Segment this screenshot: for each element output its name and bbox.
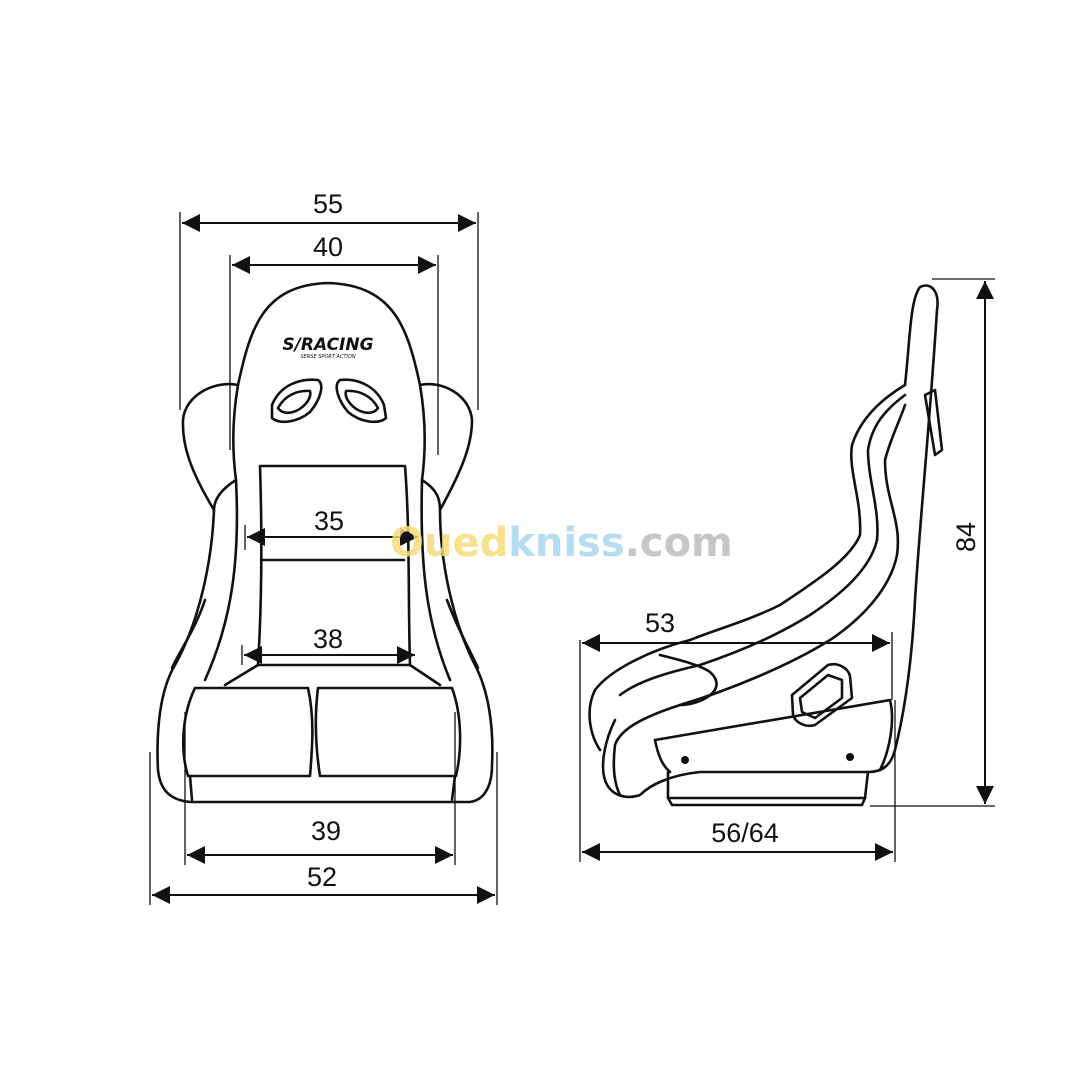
watermark-part3: .com — [625, 520, 733, 566]
racing-logo: S/RACING SENSE SPORT ACTION — [282, 335, 373, 360]
watermark-part1: Oued — [390, 520, 508, 566]
dim-label-40: 40 — [313, 232, 343, 262]
dimension-lines — [152, 214, 994, 904]
dim-label-52: 52 — [307, 862, 337, 892]
dim-label-38: 38 — [313, 624, 343, 654]
dim-label-56-64: 56/64 — [711, 818, 779, 848]
watermark-part2: kniss — [508, 520, 624, 566]
extension-lines — [149, 212, 995, 905]
dim-label-53: 53 — [645, 608, 675, 638]
watermark: Ouedkniss.com — [390, 520, 733, 566]
dim-label-39: 39 — [311, 816, 341, 846]
dim-label-84: 84 — [951, 522, 981, 552]
svg-text:SENSE SPORT ACTION: SENSE SPORT ACTION — [300, 354, 356, 360]
front-view-seat: S/RACING SENSE SPORT ACTION — [156, 281, 494, 804]
svg-text:S/RACING: S/RACING — [282, 335, 373, 355]
dim-label-55: 55 — [313, 189, 343, 219]
dim-label-35: 35 — [314, 506, 344, 536]
